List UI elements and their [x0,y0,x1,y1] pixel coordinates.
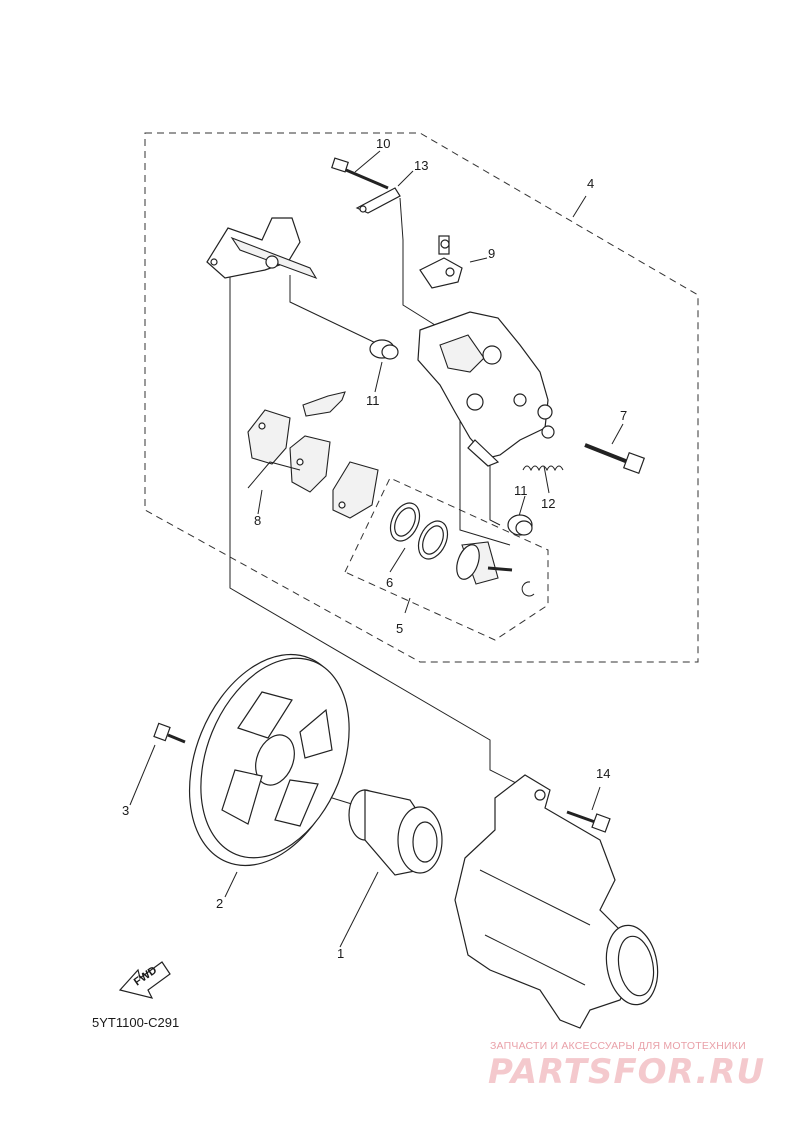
callout-8: 8 [254,513,261,528]
callout-5: 5 [396,621,403,636]
axle-housing [454,774,659,1029]
pad-group-line [247,461,301,489]
brake-disc-2 [188,653,350,867]
callout-1: 1 [337,946,344,961]
watermark-logo: PARTSFOR.RU [488,1052,766,1092]
watermark-subtitle: ЗАПЧАСТИ И АКСЕССУАРЫ ДЛЯ МОТОТЕХНИКИ [490,1040,746,1052]
callout-10: 10 [376,136,390,151]
callout-11-upper: 11 [366,393,380,408]
caliper-bracket [206,217,318,280]
callout-3: 3 [122,803,129,818]
callout-2: 2 [216,896,223,911]
callout-11-lower: 11 [514,483,528,498]
callout-12: 12 [541,496,555,511]
bleeder-screw-9 [419,235,463,289]
seal-kit-boundary [344,477,549,641]
boot-11-lower [507,514,533,536]
callout-14: 14 [596,766,610,781]
pad-shim [332,461,379,519]
slide-pin-bolt-10 [331,157,389,190]
pad-spring-clip [302,391,346,417]
retaining-clip-13 [355,187,401,214]
seals-6 [389,502,449,560]
circlip [521,581,535,597]
spring-12 [522,465,564,472]
brake-pad-8b [289,435,331,493]
bolt-7 [584,443,646,475]
disc-bolt-3 [153,722,186,744]
bolt-14 [566,810,611,833]
callout-9: 9 [488,246,495,261]
callout-6: 6 [386,575,393,590]
piston [456,541,513,585]
callout-7: 7 [620,408,627,423]
callout-13: 13 [414,158,428,173]
brake-pad-8a [247,409,291,465]
caliper-body [417,311,555,467]
callout-4: 4 [587,176,594,191]
boot-11-upper [369,339,399,360]
fwd-arrow-icon: FWD [118,961,171,999]
caliper-assembly-boundary [144,132,699,663]
hub-1 [348,789,443,876]
diagram-code: 5YT1100-C291 [92,1015,180,1030]
